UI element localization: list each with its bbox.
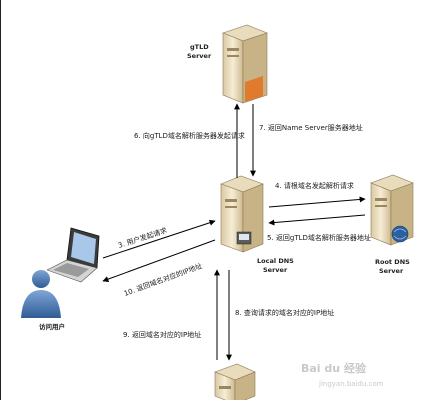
arrow-3 bbox=[102, 219, 216, 259]
local-dns-name-line1: Local DNS bbox=[257, 257, 294, 265]
edge-label-10: 10. 返回域名对应的IP地址 bbox=[123, 261, 204, 298]
edge-label-3: 3. 用户发起请求 bbox=[117, 226, 168, 250]
user-icon bbox=[21, 270, 61, 318]
arrow-4 bbox=[268, 196, 366, 208]
root-dns-name-line2: Server bbox=[379, 267, 404, 275]
edge-label-8: 8. 查询请求的域名对应的IP地址 bbox=[235, 308, 334, 317]
edge-label-9: 9. 返回域名对应的IP地址 bbox=[123, 330, 201, 339]
gtld-server-name-line1: gTLD bbox=[190, 43, 209, 51]
watermark-url: jingyan.baidu.com bbox=[318, 380, 384, 388]
authoritative-server-icon bbox=[214, 363, 256, 400]
gtld-server-icon bbox=[222, 24, 268, 104]
watermark: Bai du 经验 jingyan.baidu.com bbox=[301, 361, 384, 388]
edge-label-5: 5. 返回gTLD域名解析服务器地址 bbox=[267, 233, 371, 242]
arrow-5 bbox=[268, 214, 366, 226]
gtld-server-name-line2: Server bbox=[187, 52, 212, 60]
laptop-icon bbox=[46, 227, 100, 283]
local-dns-server-icon bbox=[220, 175, 264, 253]
watermark-text: Bai du 经验 bbox=[301, 361, 367, 375]
root-dns-name-line1: Root DNS bbox=[375, 258, 410, 266]
root-dns-server-icon bbox=[370, 174, 414, 246]
user-label: 访问用户 bbox=[39, 322, 65, 331]
edge-label-7: 7. 返回Name Server服务器地址 bbox=[259, 123, 363, 132]
arrow-10 bbox=[102, 239, 216, 282]
edge-label-4: 4. 请根域名发起解析请求 bbox=[275, 181, 354, 190]
local-dns-name-line2: Server bbox=[263, 266, 288, 274]
edge-label-6: 6. 向gTLD域名解析服务器发起请求 bbox=[134, 131, 245, 140]
